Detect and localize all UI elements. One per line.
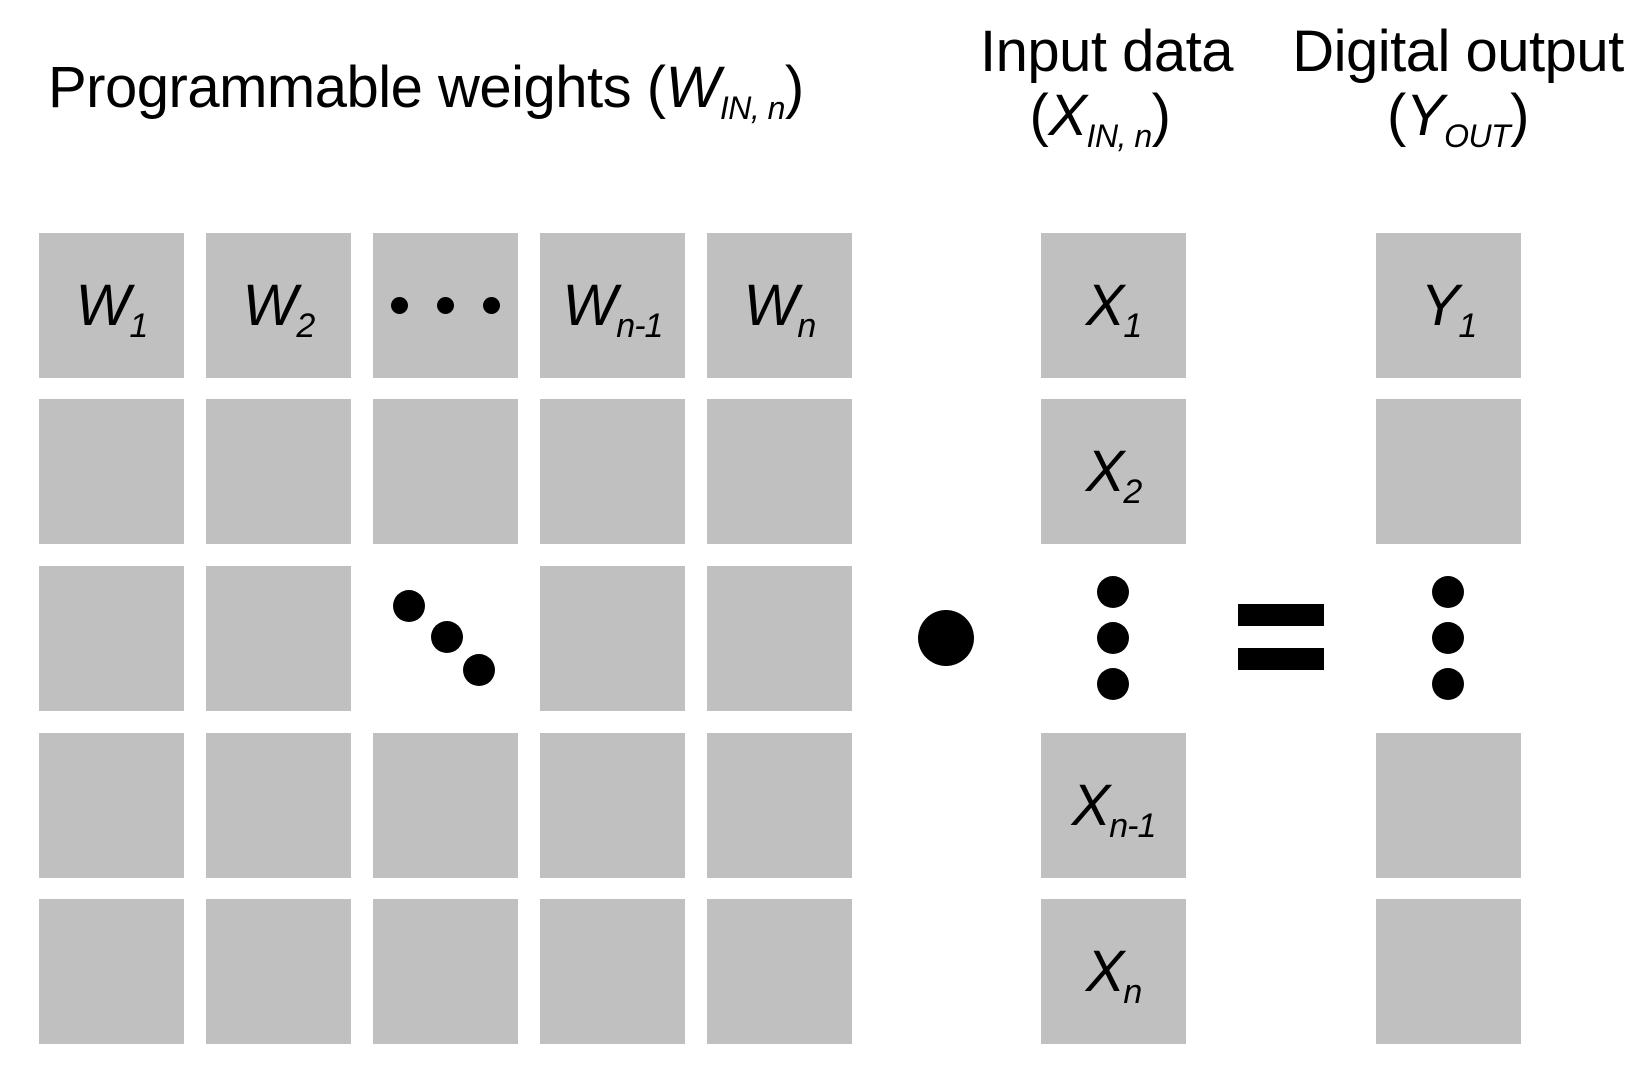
weight-cell <box>206 566 351 711</box>
weight-cell <box>373 899 518 1044</box>
output-heading: Digital output (YOUT) <box>1276 19 1640 154</box>
input-label: Xn <box>1085 939 1143 1011</box>
input-vertical-ellipsis <box>1041 566 1186 711</box>
output-cell <box>1376 399 1521 544</box>
weight-cell <box>707 399 852 544</box>
output-cell-1: Y1 <box>1376 233 1521 378</box>
weights-heading: Programmable weights (WIN, n) <box>48 55 804 126</box>
diagonal-ellipsis-dot <box>393 590 425 622</box>
weight-cell <box>707 733 852 878</box>
weight-cell <box>39 899 184 1044</box>
horizontal-ellipsis-dot <box>483 297 500 314</box>
weight-cell <box>373 733 518 878</box>
output-heading-symbol: (YOUT) <box>1387 83 1529 154</box>
output-vertical-ellipsis <box>1376 566 1521 711</box>
input-heading-symbol: (XIN, n) <box>1029 83 1171 154</box>
weight-label: Wn-1 <box>562 273 664 345</box>
input-cell-2: X2 <box>1041 399 1186 544</box>
vertical-ellipsis-dot <box>1097 576 1129 608</box>
output-cell <box>1376 899 1521 1044</box>
vertical-ellipsis-dot <box>1432 576 1464 608</box>
diagonal-ellipsis <box>373 566 518 711</box>
output-label: Y1 <box>1420 273 1478 345</box>
diagonal-ellipsis-dot <box>463 654 495 686</box>
input-label: X1 <box>1085 273 1143 345</box>
input-label: X2 <box>1085 439 1143 511</box>
horizontal-ellipsis-dot <box>391 297 408 314</box>
input-cell-1: X1 <box>1041 233 1186 378</box>
weight-cell <box>707 566 852 711</box>
vertical-ellipsis-dot <box>1432 668 1464 700</box>
input-cell-n-1: Xn-1 <box>1041 733 1186 878</box>
weight-label: Wn <box>743 273 817 345</box>
weight-cell-1-1: W1 <box>39 233 184 378</box>
input-heading-title: Input data <box>980 19 1234 84</box>
weight-cell <box>373 399 518 544</box>
input-heading: Input data (XIN, n) <box>980 19 1234 154</box>
vertical-ellipsis-dot <box>1097 668 1129 700</box>
vertical-ellipsis-dot <box>1097 622 1129 654</box>
weight-cell <box>540 566 685 711</box>
weight-cell <box>39 733 184 878</box>
vertical-ellipsis-dot <box>1432 622 1464 654</box>
equals-bar-top <box>1238 604 1324 626</box>
weight-cell <box>206 899 351 1044</box>
weight-cell-1-3 <box>373 233 518 378</box>
weight-label: W2 <box>242 273 316 345</box>
weight-cell <box>540 733 685 878</box>
weight-cell <box>540 899 685 1044</box>
input-label: Xn-1 <box>1071 773 1157 845</box>
weight-cell <box>39 399 184 544</box>
weight-cell-1-2: W2 <box>206 233 351 378</box>
equals-bar-bottom <box>1238 648 1324 670</box>
weight-label: W1 <box>75 273 149 345</box>
weight-cell <box>39 566 184 711</box>
weight-cell <box>707 899 852 1044</box>
output-heading-title: Digital output <box>1292 19 1624 84</box>
weight-cell <box>206 399 351 544</box>
dot-product-operator <box>918 610 974 666</box>
input-cell-n: Xn <box>1041 899 1186 1044</box>
weight-cell <box>206 733 351 878</box>
output-cell <box>1376 733 1521 878</box>
weight-cell-1-4: Wn-1 <box>540 233 685 378</box>
horizontal-ellipsis-dot <box>437 297 454 314</box>
weight-cell-1-5: Wn <box>707 233 852 378</box>
diagonal-ellipsis-dot <box>431 621 463 653</box>
weight-cell <box>540 399 685 544</box>
